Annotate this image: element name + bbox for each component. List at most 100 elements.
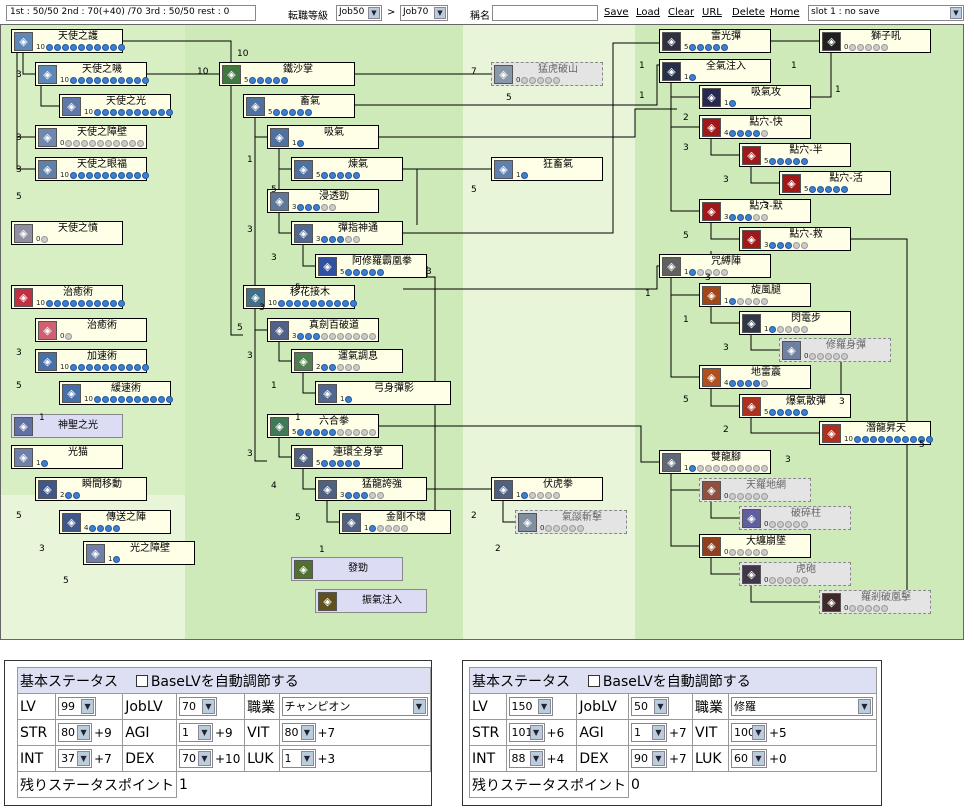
dex-select[interactable]: 70▼ — [179, 749, 213, 768]
load-link[interactable]: Load — [636, 7, 660, 18]
skill-level-value: 1 — [724, 99, 729, 107]
int-select[interactable]: 88▼ — [508, 749, 545, 768]
vit-select[interactable]: 80▼ — [281, 723, 316, 742]
vit-select[interactable]: 100▼ — [731, 723, 767, 742]
skill-level-value: 0 — [804, 352, 809, 360]
skill-icon: ◈ — [702, 481, 721, 500]
dex-select[interactable]: 90▼ — [631, 749, 667, 768]
joblv-select[interactable]: 50▼ — [631, 697, 669, 716]
joblv-select[interactable]: 70▼ — [179, 697, 217, 716]
int-select[interactable]: 37▼ — [58, 749, 93, 768]
save-link[interactable]: Save — [604, 7, 629, 18]
level-dot — [129, 139, 137, 147]
agi-select[interactable]: 1▼ — [179, 723, 213, 742]
skill-node[interactable]: ◈神聖之光 — [11, 414, 123, 438]
job-to-select[interactable]: Job70▼ — [400, 5, 448, 21]
skill-icon: ◈ — [294, 160, 313, 179]
home-link[interactable]: Home — [770, 7, 800, 18]
str-select[interactable]: 80▼ — [58, 723, 93, 742]
level-dot — [537, 76, 545, 84]
url-link[interactable]: URL — [702, 7, 722, 18]
job-select[interactable]: 修羅▼ — [731, 697, 873, 716]
job-from-select[interactable]: Job50▼ — [336, 5, 382, 21]
luk-select[interactable]: 60▼ — [731, 749, 767, 768]
luk-select[interactable]: 1▼ — [281, 749, 316, 768]
clear-link[interactable]: Clear — [668, 7, 695, 18]
connector-line — [670, 278, 699, 378]
chevron-down-icon: ▼ — [652, 751, 665, 766]
lv-select[interactable]: 150▼ — [508, 697, 553, 716]
job-select[interactable]: チャンピオン▼ — [281, 697, 428, 716]
slot-select[interactable]: slot 1 : no save▼ — [808, 5, 964, 21]
rest-points-value: 0 — [628, 771, 877, 798]
str-select[interactable]: 101▼ — [508, 723, 545, 742]
name-input[interactable] — [492, 5, 598, 21]
delete-link[interactable]: Delete — [732, 7, 765, 18]
agi-select[interactable]: 1▼ — [631, 723, 667, 742]
skill-node[interactable]: ◈發勁 — [291, 557, 403, 581]
skill-level: 1 — [108, 555, 121, 564]
auto-adjust-checkbox[interactable] — [587, 674, 600, 687]
level-dot — [521, 491, 529, 499]
auto-adjust-checkbox[interactable] — [135, 674, 148, 687]
skill-node[interactable]: ◈振氣注入 — [315, 589, 427, 613]
lv-select[interactable]: 99▼ — [58, 697, 97, 716]
skill-name: 瞬間移動 — [82, 479, 122, 490]
